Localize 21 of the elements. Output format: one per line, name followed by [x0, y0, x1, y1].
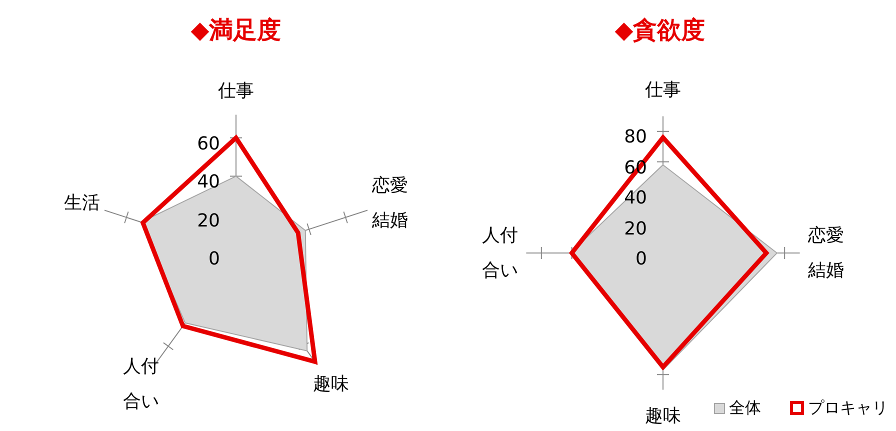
tick-label: 0	[208, 248, 220, 270]
tick-label: 60	[197, 133, 220, 154]
tick-label: 40	[624, 188, 647, 209]
axis-label: 趣味	[644, 404, 682, 428]
axis-label: 恋愛結婚	[807, 224, 845, 283]
axis-label: 恋愛結婚	[371, 174, 410, 233]
tick-label: 80	[624, 126, 647, 148]
legend-label: 全体	[729, 398, 761, 419]
axis-label: 趣味	[312, 372, 350, 397]
axis-label: 生活	[62, 191, 101, 216]
chart-title: ◆貪欲度	[614, 15, 706, 46]
axis-label: 人付合い	[481, 224, 519, 283]
axis-label: 仕事	[217, 80, 255, 104]
tick-label: 40	[197, 172, 220, 193]
axis-label: 人付合い	[122, 355, 160, 414]
tick-label: 20	[624, 218, 647, 240]
chart-title: ◆満足度	[190, 15, 282, 46]
axis-label: 仕事	[644, 78, 682, 102]
legend-label: プロキャリ	[808, 398, 888, 419]
tick-label: 0	[636, 248, 647, 270]
tick-label: 20	[197, 210, 220, 232]
